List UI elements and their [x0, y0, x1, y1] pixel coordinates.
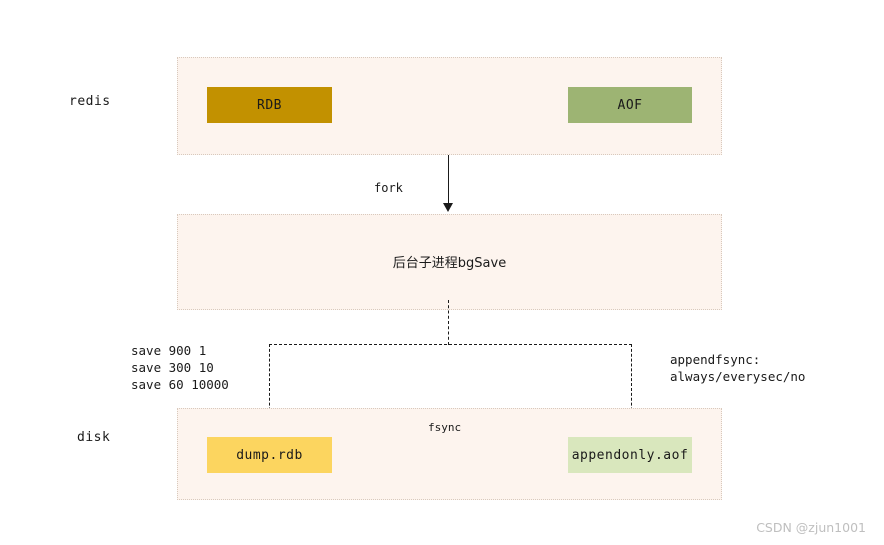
side-label-disk: disk — [77, 430, 111, 445]
node-dump-rdb[interactable]: dump.rdb — [207, 437, 332, 473]
appendfsync-config-annotation: appendfsync: always/everysec/no — [670, 352, 806, 384]
persist-connector-branch-right — [631, 344, 632, 430]
watermark: CSDN @zjun1001 — [756, 520, 866, 535]
side-label-redis: redis — [69, 94, 111, 109]
node-rdb[interactable]: RDB — [207, 87, 332, 123]
save-config-annotation: save 900 1 save 300 10 save 60 10000 — [131, 343, 229, 392]
fork-label: fork — [374, 181, 403, 195]
persist-connector-stem — [448, 300, 449, 345]
fork-connector-line — [448, 155, 449, 208]
persist-connector-branch-left — [269, 344, 270, 430]
zone-bgsave — [177, 214, 722, 310]
node-appendonly-aof[interactable]: appendonly.aof — [568, 437, 692, 473]
bgsave-process-label: 后台子进程bgSave — [392, 256, 507, 271]
node-aof[interactable]: AOF — [568, 87, 692, 123]
fsync-label: fsync — [428, 421, 462, 434]
fork-arrowhead-icon — [443, 203, 453, 212]
persist-connector-crossbar — [269, 344, 632, 345]
